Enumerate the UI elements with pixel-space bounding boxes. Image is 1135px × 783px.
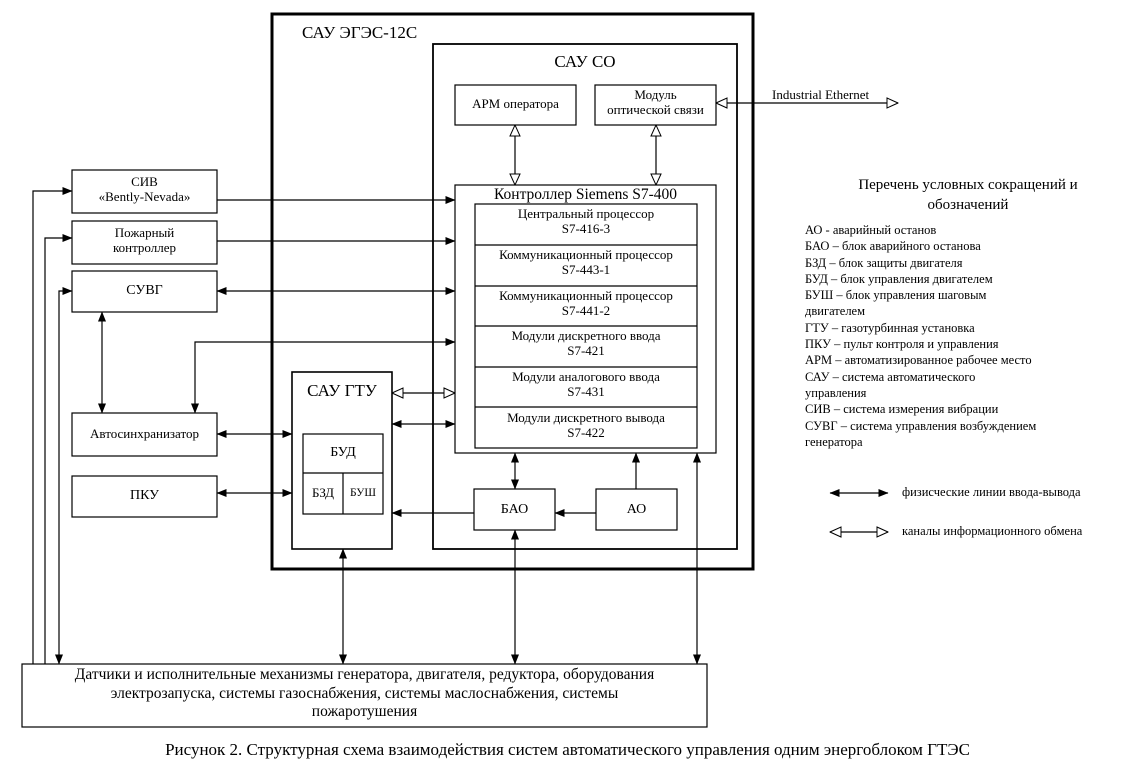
figure-caption: Рисунок 2. Структурная схема взаимодейст… (165, 740, 970, 759)
module-cpu-code: S7-416-3 (561, 220, 611, 236)
module-do-code: S7-422 (567, 424, 605, 440)
legend-item: БЗД – блок защиты двигателя (805, 255, 963, 270)
module-cp1: Коммуникационный процессор S7-443-1 (475, 247, 697, 278)
module-do: Модули дискретного вывода S7-422 (475, 410, 697, 441)
legend-item: ПКУ – пульт контроля и управления (805, 337, 999, 352)
pku-label: ПКУ (129, 488, 160, 503)
module-cpu-name: Центральный процессор (517, 206, 655, 221)
ethernet-label: Industrial Ethernet (772, 87, 870, 102)
gtu-title: САУ ГТУ (307, 381, 377, 400)
suvg-label: СУВГ (126, 283, 163, 298)
legend-title-line-2: обозначений (927, 197, 1009, 214)
legend-item: двигателем (805, 304, 866, 319)
bud-label: БУД (330, 445, 356, 460)
sensors-line-1: Датчики и исполнительные механизмы генер… (74, 666, 655, 683)
sensors-box (21, 663, 708, 728)
module-cpu: Центральный процессор S7-416-3 (475, 206, 697, 237)
legend-title-line-1: Перечень условных сокращений и (858, 177, 1078, 193)
module-ai-name: Модули аналогового ввода (512, 369, 660, 384)
bush-label: БУШ (350, 487, 376, 499)
bao-label: БАО (500, 502, 529, 517)
optical-line-1: Модуль (634, 87, 677, 102)
module-cp2-name: Коммуникационный процессор (499, 288, 673, 303)
legend-item: САУ – система автоматического (805, 369, 976, 384)
fire-label: Пожарный контроллер (72, 225, 217, 256)
module-cp1-name: Коммуникационный процессор (499, 247, 673, 262)
arm-label: АРМ оператора (472, 96, 559, 111)
ao-label: АО (626, 502, 647, 517)
legend-item: БАО – блок аварийного останова (805, 239, 981, 254)
legend-item: СУВГ – система управления возбуждением (805, 418, 1037, 433)
module-do-name: Модули дискретного вывода (507, 410, 665, 425)
sensors-line-2: электрозапуска, системы газоснабжения, с… (110, 684, 619, 702)
module-di-code: S7-421 (567, 342, 605, 358)
legend-title: Перечень условных сокращений и обозначен… (818, 175, 1118, 216)
legend-item: генератора (805, 434, 863, 449)
legend-item: БУД – блок управления двигателем (805, 271, 993, 286)
module-di-name: Модули дискретного ввода (511, 328, 661, 343)
sensors-label: Датчики и исполнительные механизмы генер… (22, 666, 707, 722)
module-ai: Модули аналогового ввода S7-431 (475, 369, 697, 400)
autosync-label: Автосинхранизатор (90, 426, 199, 441)
legend-item: БУШ – блок управления шаговым (805, 288, 987, 303)
controller-box (454, 184, 717, 454)
sau-so-box (432, 43, 738, 550)
bzd-label: БЗД (311, 485, 335, 500)
module-ai-code: S7-431 (567, 383, 605, 399)
siv-line-1: СИВ (131, 174, 158, 189)
module-cp2-code: S7-441-2 (561, 302, 611, 318)
fire-line-2: контроллер (112, 239, 177, 255)
outer-title: САУ ЭГЭС-12С (302, 23, 418, 42)
legend-list: АО - аварийный останов БАО – блок аварий… (805, 222, 1130, 450)
legend-item: АРМ – автоматизированное рабочее место (805, 353, 1032, 368)
legend-key-physical: физисческие линии ввода-вывода (902, 485, 1081, 499)
optical-line-2: оптической связи (607, 101, 704, 117)
module-di: Модули дискретного ввода S7-421 (475, 328, 697, 359)
module-cp1-code: S7-443-1 (561, 261, 611, 277)
legend-item: управления (805, 385, 867, 400)
module-cp2: Коммуникационный процессор S7-441-2 (475, 288, 697, 319)
fire-line-1: Пожарный (114, 225, 175, 240)
siv-label: СИВ «Bently-Nevada» (72, 174, 217, 205)
siv-line-2: «Bently-Nevada» (98, 188, 191, 204)
legend-item: СИВ – система измерения вибрации (805, 402, 999, 417)
legend-item: АО - аварийный останов (805, 223, 937, 237)
sensors-line-3: пожаротушения (311, 703, 418, 720)
fire-box (71, 220, 218, 265)
optical-label: Модуль оптической связи (595, 87, 716, 118)
so-title: САУ СО (554, 52, 616, 71)
legend-key-info: каналы информационного обмена (902, 524, 1083, 538)
legend-item: ГТУ – газотурбинная установка (805, 320, 975, 335)
controller-title: Контроллер Siemens S7-400 (493, 186, 678, 203)
